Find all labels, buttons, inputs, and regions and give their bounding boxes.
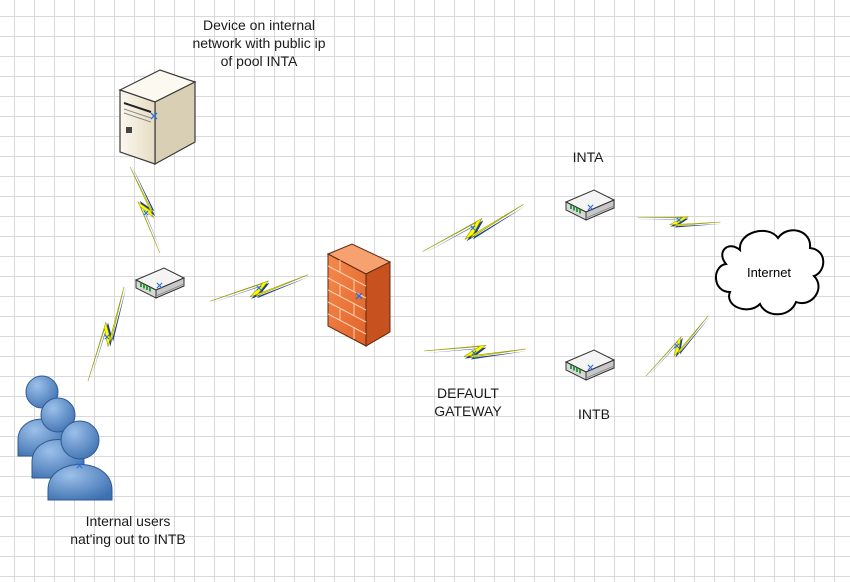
server-label: Device on internal network with public i… <box>170 16 348 70</box>
intb-label: INTB <box>578 406 610 422</box>
users-icon <box>17 375 113 501</box>
gateway-label-line-1: DEFAULT <box>437 385 499 401</box>
users-label: Internal users nat'ing out to INTB <box>48 512 208 548</box>
users-label-line-1: Internal users <box>85 513 171 529</box>
router-icon-inta <box>565 189 615 221</box>
default-gateway-label: DEFAULT GATEWAY <box>420 384 516 420</box>
users-label-line-2: nat'ing out to INTB <box>70 531 186 547</box>
router-icon-internal <box>135 267 185 299</box>
server-label-line-3: of pool INTA <box>220 53 298 69</box>
gateway-label-line-2: GATEWAY <box>434 403 502 419</box>
user-figure-front <box>47 420 113 501</box>
link-inta-internet <box>636 204 722 237</box>
link-firewall-intb <box>423 334 528 368</box>
link-users-router <box>73 285 141 383</box>
link-router-firewall <box>208 274 312 304</box>
link-firewall-inta <box>417 203 531 255</box>
server-label-line-1: Device on internal <box>202 17 316 33</box>
inta-label: INTA <box>572 149 604 165</box>
internet-label: Internet <box>746 265 792 280</box>
server-icon <box>118 69 197 166</box>
link-server-router <box>129 162 162 256</box>
router-icon-intb <box>565 349 615 381</box>
link-intb-internet <box>637 314 719 379</box>
firewall-icon <box>326 243 392 347</box>
cloud-icon <box>715 229 825 316</box>
server-label-line-2: network with public ip <box>192 35 326 51</box>
